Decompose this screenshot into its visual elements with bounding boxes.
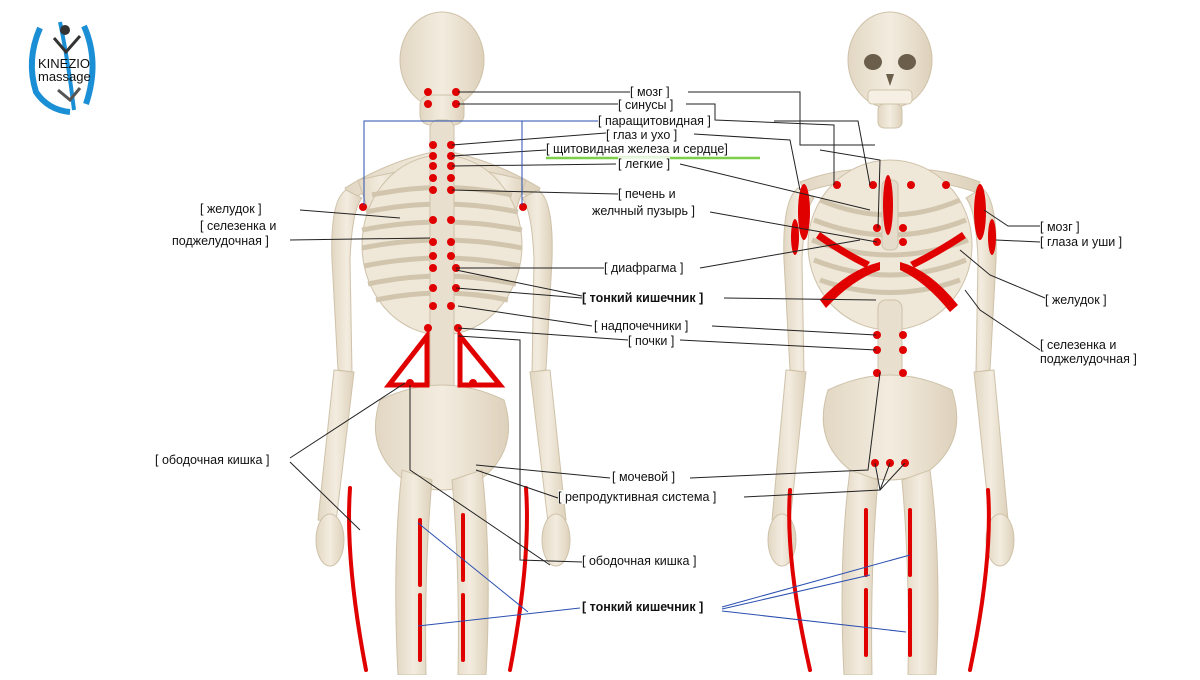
label-brain-right: [ мозг ]: [1040, 220, 1080, 234]
colon-triangles: [383, 328, 506, 388]
logo-text-line1: KINEZIO: [38, 56, 91, 71]
label-lungs: [ легкие ]: [618, 157, 671, 171]
label-spleen-right-line2: поджелудочная ]: [1040, 352, 1137, 366]
front-leg-markers: [787, 488, 991, 672]
logo-graphic: [28, 21, 96, 115]
label-reproductive: [ репродуктивная система ]: [558, 490, 717, 504]
label-liver-line1: [ печень и: [618, 187, 676, 201]
label-stomach-left: [ желудок ]: [200, 202, 262, 216]
label-parathyroid: [ паращитовидная ]: [598, 114, 711, 128]
label-spleen-right-line1: [ селезенка и: [1040, 338, 1117, 352]
label-diaphragm: [ диафрагма ]: [604, 261, 684, 275]
label-stomach-right: [ желудок ]: [1045, 293, 1107, 307]
label-sinuses: [ синусы ]: [618, 98, 674, 112]
label-brain: [ мозг ]: [630, 85, 670, 99]
label-thyroid-heart: [ щитовидная железа и сердце]: [546, 142, 728, 156]
back-markers: [359, 88, 527, 387]
logo-text-line2: massage: [38, 69, 91, 84]
label-spleen-left-line1: [ селезенка и: [200, 219, 277, 233]
label-liver-line2: желчный пузырь ]: [592, 204, 695, 218]
label-bladder: [ мочевой ]: [612, 470, 676, 484]
label-kidneys: [ почки ]: [628, 334, 675, 348]
front-skeleton: [767, 11, 1015, 676]
back-leg-markers: [347, 486, 529, 672]
label-colon-bottom: [ ободочная кишка ]: [582, 554, 697, 568]
front-markers: [791, 175, 996, 467]
leader-lines: [289, 91, 1046, 566]
label-small-intestine-top: [ тонкий кишечник ]: [582, 291, 704, 305]
label-eyes-ears-right: [ глаза и уши ]: [1040, 235, 1123, 249]
back-skeleton: [315, 11, 571, 676]
label-colon-left: [ ободочная кишка ]: [155, 453, 270, 467]
label-spleen-left-line2: поджелудочная ]: [172, 234, 269, 248]
label-adrenals: [ надпочечники ]: [594, 319, 689, 333]
label-small-intestine-bottom: [ тонкий кишечник ]: [582, 600, 704, 614]
blue-leader-lines: [363, 120, 911, 633]
label-eye-ear: [ глаз и ухо ]: [606, 128, 678, 142]
